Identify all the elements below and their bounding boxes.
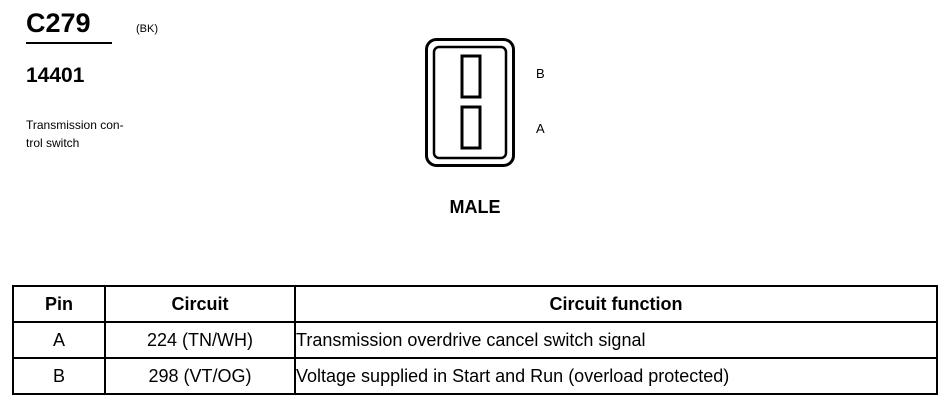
row-circuit: 298 (VT/OG) bbox=[104, 357, 296, 395]
part-number: 14401 bbox=[26, 64, 85, 87]
header-circuit-function: Circuit function bbox=[294, 285, 938, 323]
row-circuit-function: Transmission overdrive cancel switch sig… bbox=[294, 321, 938, 359]
connector-face-drawing bbox=[425, 38, 515, 167]
table-header-row: Pin Circuit Circuit function bbox=[12, 285, 938, 323]
row-circuit: 224 (TN/WH) bbox=[104, 321, 296, 359]
pin-label-a: A bbox=[536, 121, 545, 136]
pin-label-b: B bbox=[536, 66, 545, 81]
header-circuit: Circuit bbox=[104, 285, 296, 323]
connector-id-underline bbox=[26, 42, 112, 44]
component-description-line-2: trol switch bbox=[26, 136, 80, 150]
connector-color: (BK) bbox=[136, 23, 158, 35]
table-row: A 224 (TN/WH) Transmission overdrive can… bbox=[12, 321, 938, 359]
pin-cavity-a bbox=[460, 105, 482, 150]
connector-gender-label: MALE bbox=[449, 197, 501, 217]
table-row: B 298 (VT/OG) Voltage supplied in Start … bbox=[12, 357, 938, 395]
row-circuit-function: Voltage supplied in Start and Run (overl… bbox=[294, 357, 938, 395]
header-pin: Pin bbox=[12, 285, 106, 323]
component-description-line-1: Transmission con- bbox=[26, 118, 124, 132]
row-pin: A bbox=[12, 321, 106, 359]
pinout-table: Pin Circuit Circuit function A 224 (TN/W… bbox=[12, 285, 938, 395]
row-pin: B bbox=[12, 357, 106, 395]
connector-id: C279 bbox=[26, 8, 91, 38]
component-description: Transmission con- trol switch bbox=[26, 116, 186, 152]
connector-housing-inner bbox=[432, 45, 508, 160]
connector-housing-outer bbox=[425, 38, 515, 167]
pin-cavity-b bbox=[460, 54, 482, 99]
